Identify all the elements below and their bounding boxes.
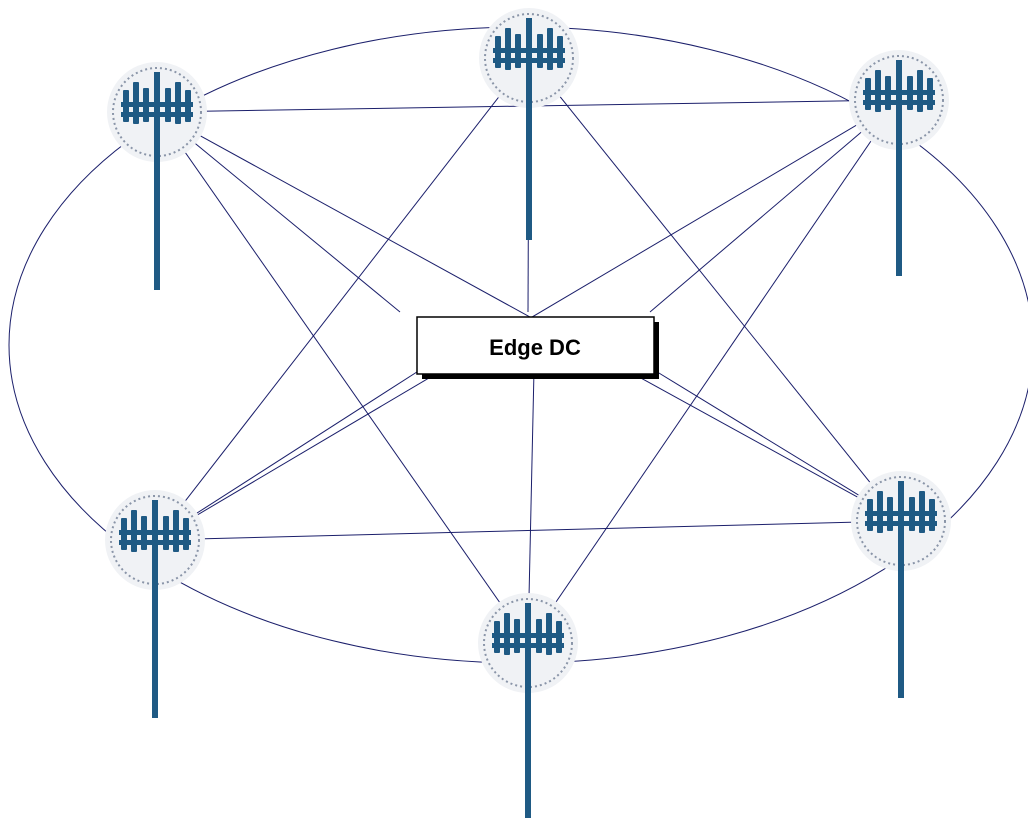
tower-mast — [526, 58, 532, 240]
cell-tower-icon — [848, 49, 950, 276]
cell-tower-icon — [104, 489, 206, 718]
tower-mast — [525, 643, 531, 818]
link-tower-bottom-left-to-tower-bottom-right — [154, 520, 902, 541]
edge-dc-box — [416, 316, 655, 375]
link-tower-top-left-to-tower-bottom-center — [156, 111, 529, 644]
cell-tower-icon — [850, 470, 952, 698]
link-tower-bottom-left-to-edge-dc — [154, 369, 421, 541]
link-tower-top-center-to-tower-bottom-right — [528, 57, 902, 522]
cell-tower-icon — [106, 61, 208, 290]
cell-tower-icon — [477, 592, 579, 818]
tower-mast — [152, 540, 158, 718]
cell-tower-icon — [478, 7, 580, 240]
tower-mast — [898, 521, 904, 698]
tower-mast — [154, 112, 160, 290]
edge-dc-label: Edge DC — [489, 335, 581, 360]
link-tower-top-left-to-edge-dc — [156, 111, 401, 313]
tower-group — [104, 7, 952, 818]
tower-mast — [896, 100, 902, 276]
link-tower-top-right-to-tower-bottom-center — [527, 99, 900, 644]
link-tower-top-center-to-tower-bottom-left — [154, 57, 530, 541]
edge-dc-node[interactable]: Edge DC — [416, 316, 659, 379]
link-tower-top-right-to-edge-dc — [649, 99, 900, 313]
